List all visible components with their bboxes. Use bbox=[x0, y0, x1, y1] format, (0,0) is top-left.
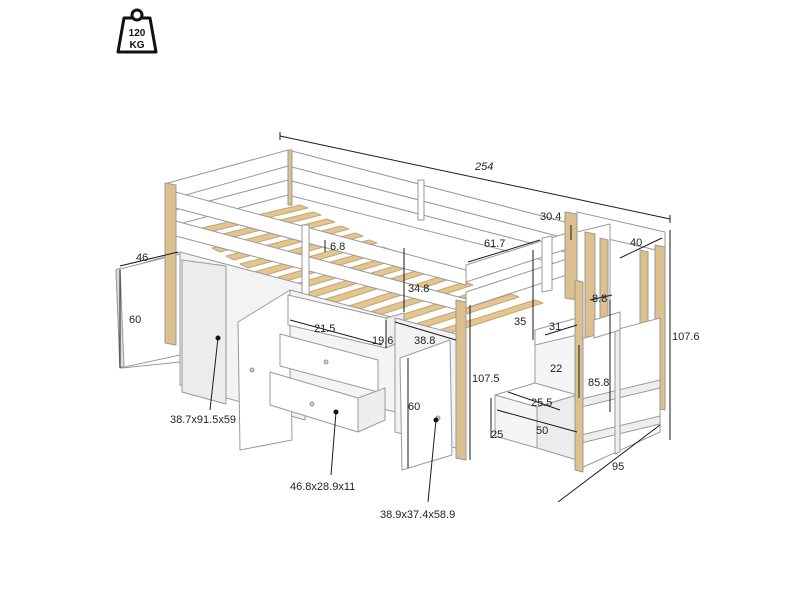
callout-side-cabinet: 38.9x37.4x58.9 bbox=[380, 509, 455, 521]
left-post bbox=[164, 182, 177, 346]
label-step-length: 50 bbox=[536, 425, 548, 437]
end-guardrail bbox=[465, 211, 578, 309]
label-rail-height: 30.4 bbox=[540, 211, 561, 223]
drawer-unit bbox=[269, 289, 405, 433]
weight-capacity-icon: 120 KG bbox=[116, 8, 158, 54]
label-guard-gap: 6.8 bbox=[330, 241, 345, 253]
label-right-door-height: 60 bbox=[408, 401, 420, 413]
label-drawer-depth: 38.8 bbox=[414, 335, 435, 347]
weight-unit: KG bbox=[130, 40, 145, 51]
shelf-width-line bbox=[589, 294, 613, 301]
cabinet-leader bbox=[209, 337, 219, 411]
label-bed-height: 107.5 bbox=[472, 373, 500, 385]
label-end-width: 61.7 bbox=[484, 238, 505, 250]
end-width-line bbox=[467, 239, 541, 263]
label-shelf-width: 8.8 bbox=[592, 293, 607, 305]
label-stair-height: 85.8 bbox=[588, 377, 609, 389]
label-total-height: 107.6 bbox=[672, 331, 700, 343]
label-bottom-step: 25 bbox=[491, 429, 503, 441]
step-depth-line bbox=[507, 391, 561, 411]
dimension-labels: 254 30.4 61.7 6.8 34.8 21.5 19.6 38.8 46… bbox=[129, 161, 700, 473]
label-stair-depth: 95 bbox=[612, 461, 624, 473]
stair-depth-line bbox=[557, 424, 661, 503]
stair-unit bbox=[494, 211, 666, 473]
label-step-depth: 25.5 bbox=[531, 397, 552, 409]
callout-drawers: 46.8x28.9x11 bbox=[290, 481, 355, 493]
weight-value: 120 bbox=[129, 28, 146, 39]
stair-top-line bbox=[619, 237, 663, 259]
callout-cabinet: 38.7x91.5x59 bbox=[170, 414, 236, 426]
label-stair-width: 31 bbox=[549, 321, 561, 333]
stair-width-line bbox=[544, 324, 578, 336]
label-length: 254 bbox=[474, 161, 493, 173]
label-drawer-height: 19.6 bbox=[372, 335, 393, 347]
label-drawer-width: 21.5 bbox=[314, 323, 335, 335]
bed-illustration bbox=[115, 149, 666, 473]
label-left-door-height: 60 bbox=[129, 314, 141, 326]
drawer-width-line bbox=[289, 319, 383, 346]
drawer-depth-line bbox=[394, 321, 457, 341]
label-step-height: 22 bbox=[550, 363, 562, 375]
side-cabinet-leader bbox=[427, 419, 437, 503]
callout-labels: 38.7x91.5x59 46.8x28.9x11 38.9x37.4x58.9 bbox=[170, 414, 455, 521]
drawers-leader bbox=[330, 411, 337, 476]
step-length-line bbox=[496, 409, 578, 433]
label-stair-top: 40 bbox=[630, 237, 642, 249]
left-door-width-line bbox=[119, 251, 179, 267]
dimension-lines bbox=[119, 132, 671, 503]
label-stair-rise: 35 bbox=[514, 316, 526, 328]
length-line bbox=[279, 135, 671, 220]
label-left-door-width: 46 bbox=[136, 252, 148, 264]
leader-dots bbox=[215, 335, 439, 423]
right-cabinet bbox=[394, 299, 467, 471]
label-clearance: 34.8 bbox=[408, 283, 429, 295]
